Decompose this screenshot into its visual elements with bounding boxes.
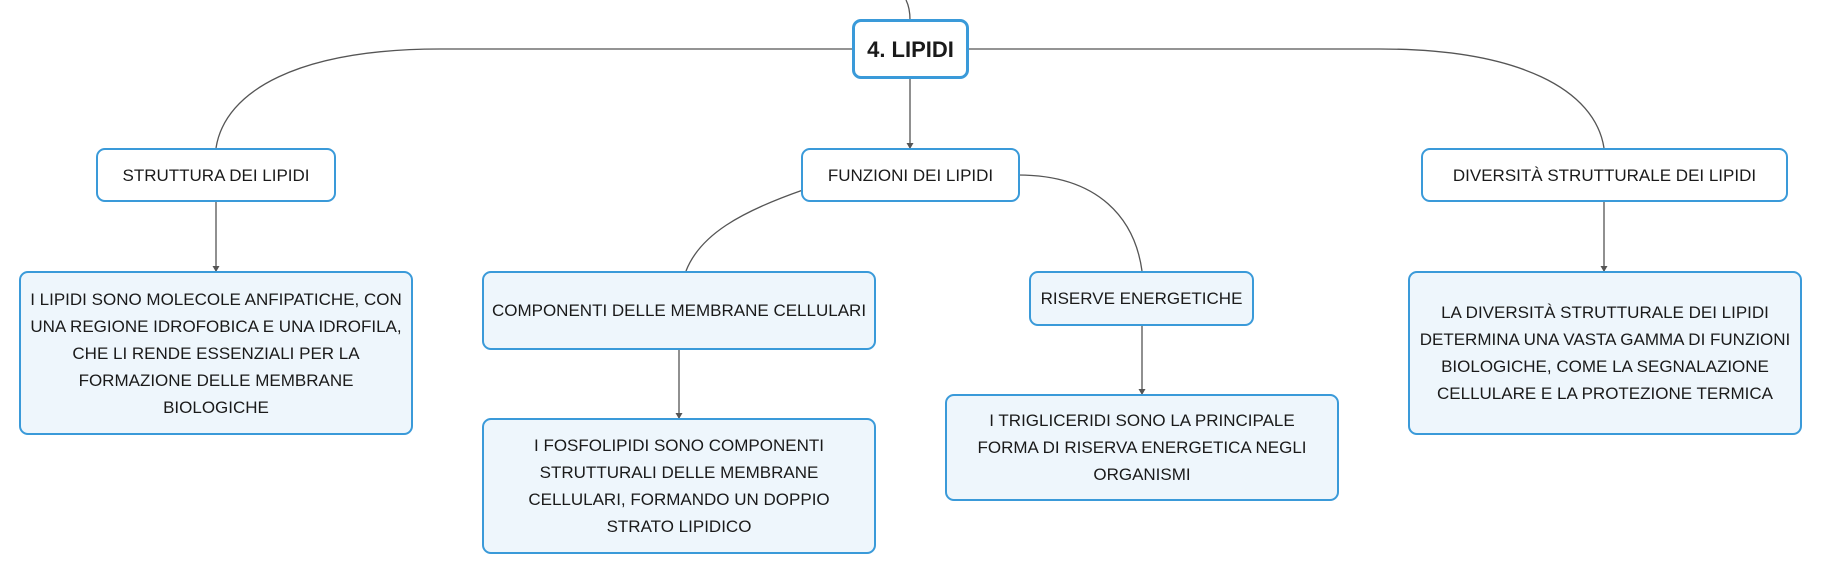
note-fosfolipidi[interactable]: I FOSFOLIPIDI SONO COMPONENTI STRUTTURAL… [482,418,876,554]
connector-funzioni-componenti [685,189,804,272]
arrowhead-componenti-leaf [675,413,683,419]
connector-root-struttura [215,48,854,149]
root-topic-node[interactable]: 4. LIPIDI [852,19,969,79]
note-struttura-anfipatiche[interactable]: I LIPIDI SONO MOLECOLE ANFIPATICHE, CON … [19,271,413,435]
note-trigliceridi[interactable]: I TRIGLICERIDI SONO LA PRINCIPALE FORMA … [945,394,1339,501]
connector-funzioni-riserve [1017,174,1143,272]
arrowhead-riserve-leaf [1138,389,1146,395]
connector-root-diversita [966,48,1605,149]
topic-riserve-energetiche[interactable]: RISERVE ENERGETICHE [1029,271,1254,326]
arrowhead-struttura-leaf [212,266,220,272]
arrowhead-diversita-leaf [1600,266,1608,272]
topic-struttura-dei-lipidi[interactable]: STRUTTURA DEI LIPIDI [96,148,336,202]
topic-componenti-membrane[interactable]: COMPONENTI DELLE MEMBRANE CELLULARI [482,271,876,350]
note-diversita-funzioni[interactable]: LA DIVERSITÀ STRUTTURALE DEI LIPIDI DETE… [1408,271,1802,435]
topic-diversita-strutturale-dei-lipidi[interactable]: DIVERSITÀ STRUTTURALE DEI LIPIDI [1421,148,1788,202]
connector-above-root [905,0,911,21]
arrowhead-funzioni [906,143,914,149]
topic-funzioni-dei-lipidi[interactable]: FUNZIONI DEI LIPIDI [801,148,1020,202]
